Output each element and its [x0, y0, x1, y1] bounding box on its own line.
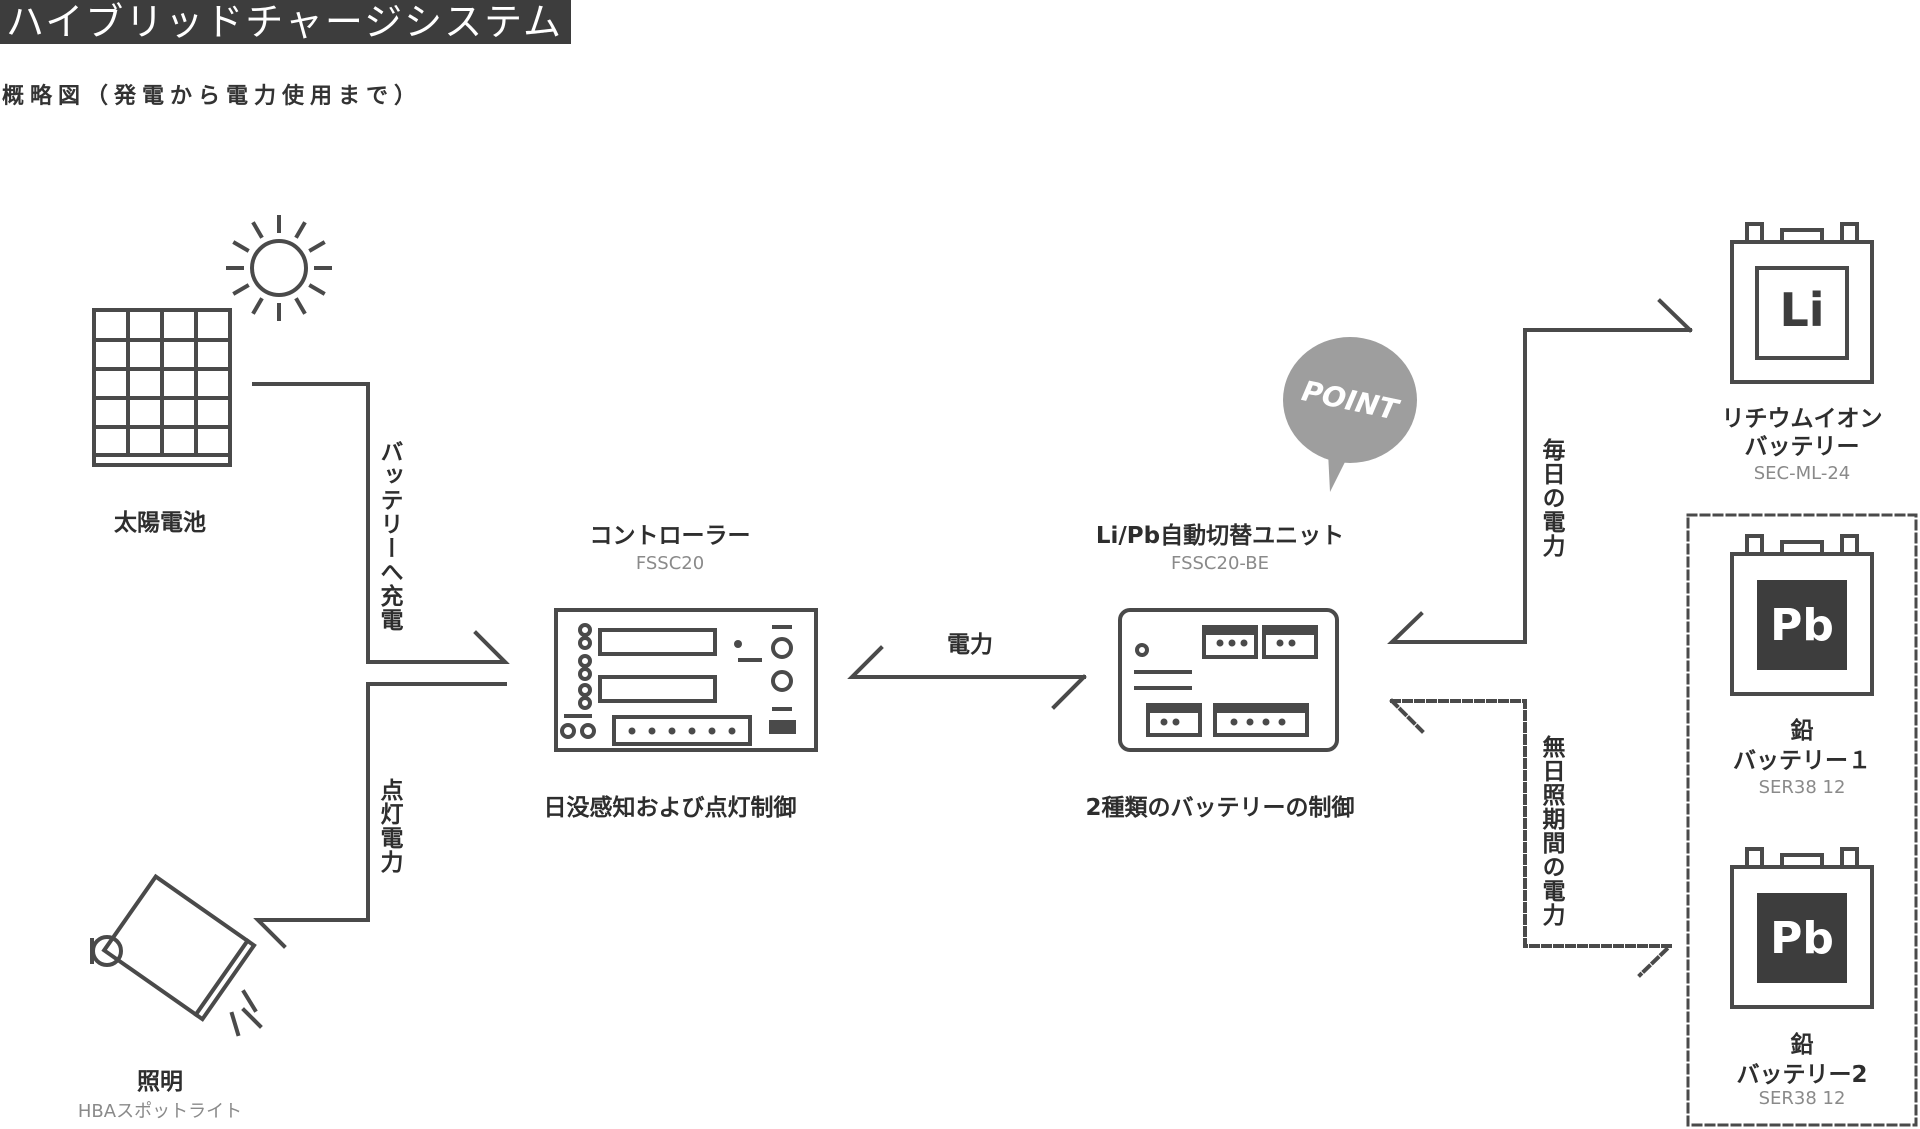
- pb-battery-1-label-line2: バッテリー１: [1733, 748, 1871, 774]
- spotlight-icon: [90, 873, 263, 1037]
- switch-unit-function: 2種類のバッテリーの制御: [1085, 795, 1355, 821]
- daily-power-arrow-line: [1387, 328, 1692, 644]
- li-battery-label: リチウムイオン バッテリー: [1702, 405, 1902, 461]
- daily-power-label: 毎日の電力: [1538, 438, 1564, 558]
- pb-battery-2-icon: [1730, 847, 1874, 1009]
- solar-panel-icon: [92, 308, 232, 467]
- controller-function: 日没感知および点灯制御: [543, 795, 797, 821]
- lighting-power-label: 点灯電力: [376, 778, 402, 874]
- no-sun-power-label: 無日照期間の電力: [1538, 735, 1564, 927]
- controller-icon: [554, 608, 818, 752]
- power-flow-label: 電力: [947, 632, 993, 658]
- daily-power-arrow: [1657, 298, 1693, 333]
- charge-flow-arrow: [252, 382, 510, 664]
- controller-model: FSSC20: [635, 553, 705, 574]
- pb-battery-1-icon: [1730, 534, 1874, 696]
- li-battery-label-line1: リチウムイオン: [1721, 406, 1883, 432]
- point-badge: POINT: [1283, 337, 1417, 492]
- solar-panel-label: 太陽電池: [114, 510, 206, 536]
- light-model: HBAスポットライト: [77, 1101, 243, 1122]
- pb-battery-1-label-line1: 鉛: [1790, 718, 1814, 744]
- pb-symbol-2: Pb: [1770, 913, 1834, 964]
- sun-icon: [226, 215, 332, 321]
- switch-unit-model: FSSC20-BE: [1171, 553, 1269, 574]
- pb-battery-1-label: 鉛 バッテリー１: [1702, 716, 1902, 776]
- li-battery-model: SEC-ML-24: [1753, 463, 1851, 484]
- controller-label: コントローラー: [589, 523, 751, 549]
- switch-unit-icon: [1118, 608, 1339, 752]
- switch-unit-label: Li/Pb自動切替ユニット: [1095, 523, 1345, 549]
- pb-symbol-1: Pb: [1770, 600, 1834, 651]
- pb-battery-2-model: SER38 12: [1758, 1088, 1846, 1109]
- page-subtitle: 概略図（発電から電力使用まで）: [2, 84, 423, 109]
- page-title: ハイブリッドチャージシステム: [0, 0, 571, 44]
- lighting-flow-arrow: [253, 682, 507, 949]
- light-label: 照明: [137, 1069, 183, 1095]
- pb-battery-2-label: 鉛 バッテリー2: [1702, 1030, 1902, 1090]
- li-symbol: Li: [1779, 283, 1824, 337]
- pb-battery-group-frame: [1686, 513, 1918, 1127]
- pb-battery-2-label-line1: 鉛: [1790, 1032, 1814, 1058]
- li-battery-label-line2: バッテリー: [1744, 434, 1860, 460]
- pb-battery-2-label-line2: バッテリー2: [1736, 1062, 1868, 1088]
- no-sun-power-arrow: [1390, 699, 1675, 978]
- power-flow-arrow: [847, 645, 1087, 710]
- li-battery-icon: [1730, 222, 1874, 384]
- pb-battery-1-model: SER38 12: [1758, 777, 1846, 798]
- charge-flow-label: バッテリーへ充電: [376, 440, 402, 632]
